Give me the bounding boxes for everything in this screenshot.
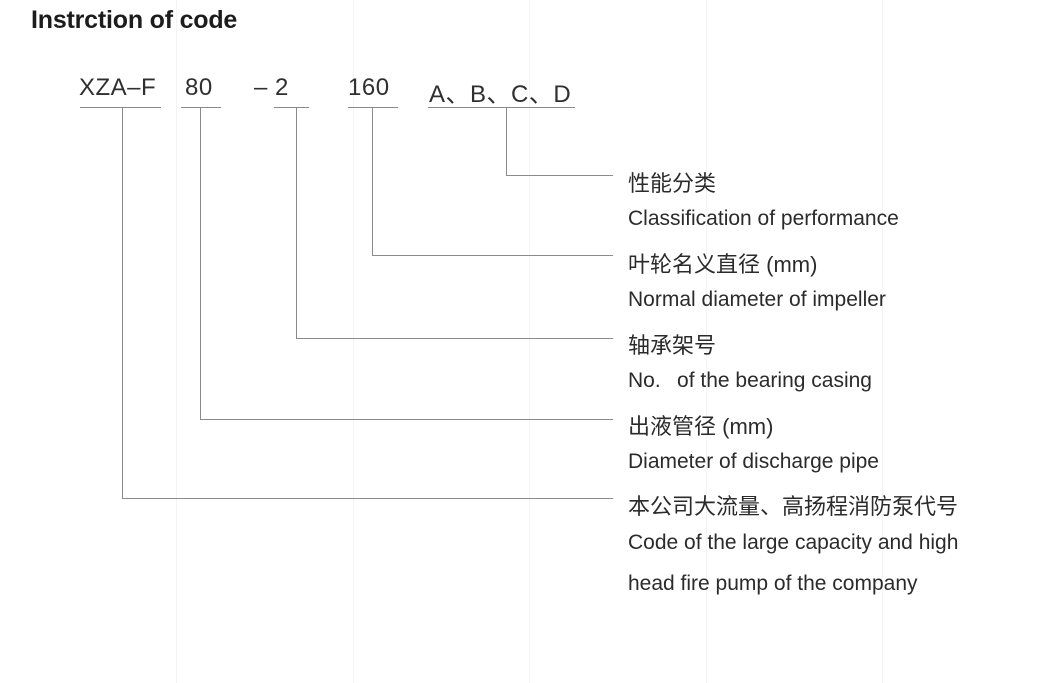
- leader-run-class: [506, 175, 613, 176]
- code-segment-series: XZA–F: [79, 74, 157, 101]
- underline-bearing: [274, 107, 309, 108]
- scan-seam: [882, 0, 883, 683]
- underline-impeller: [348, 107, 398, 108]
- leader-drop-series: [122, 107, 123, 498]
- label-bearing-en: No. of the bearing casing: [628, 369, 872, 392]
- label-class-cn: 性能分类: [628, 171, 717, 196]
- underline-discharge: [181, 107, 221, 108]
- page-title: Instrction of code: [31, 6, 238, 34]
- scan-seam: [706, 0, 707, 683]
- label-discharge-en: Diameter of discharge pipe: [628, 450, 879, 473]
- leader-run-impeller: [372, 255, 613, 256]
- leader-run-bearing: [296, 338, 613, 339]
- code-segment-impeller: 160: [348, 74, 390, 101]
- leader-drop-impeller: [372, 107, 373, 255]
- leader-run-discharge: [200, 419, 613, 420]
- label-discharge-cn: 出液管径 (mm): [628, 414, 774, 439]
- underline-series: [80, 107, 161, 108]
- label-series-en-line1: Code of the large capacity and high: [628, 531, 959, 554]
- leader-drop-discharge: [200, 107, 201, 419]
- underline-class: [428, 107, 575, 108]
- code-segment-bearing: – 2: [254, 74, 289, 101]
- code-segment-class: A、B、C、D: [429, 81, 572, 108]
- label-impeller-en: Normal diameter of impeller: [628, 288, 886, 311]
- label-series-en-line2: head fire pump of the company: [628, 572, 918, 595]
- scan-seam: [176, 0, 177, 683]
- label-impeller-cn: 叶轮名义直径 (mm): [628, 252, 818, 277]
- label-bearing-cn: 轴承架号: [628, 333, 717, 358]
- label-series-cn: 本公司大流量、高扬程消防泵代号: [628, 494, 959, 519]
- leader-drop-class: [506, 107, 507, 175]
- code-segment-discharge: 80: [185, 74, 213, 101]
- scan-seam: [353, 0, 354, 683]
- leader-drop-bearing: [296, 107, 297, 338]
- scan-seam: [529, 0, 530, 683]
- leader-run-series: [122, 498, 613, 499]
- label-class-en: Classification of performance: [628, 207, 899, 230]
